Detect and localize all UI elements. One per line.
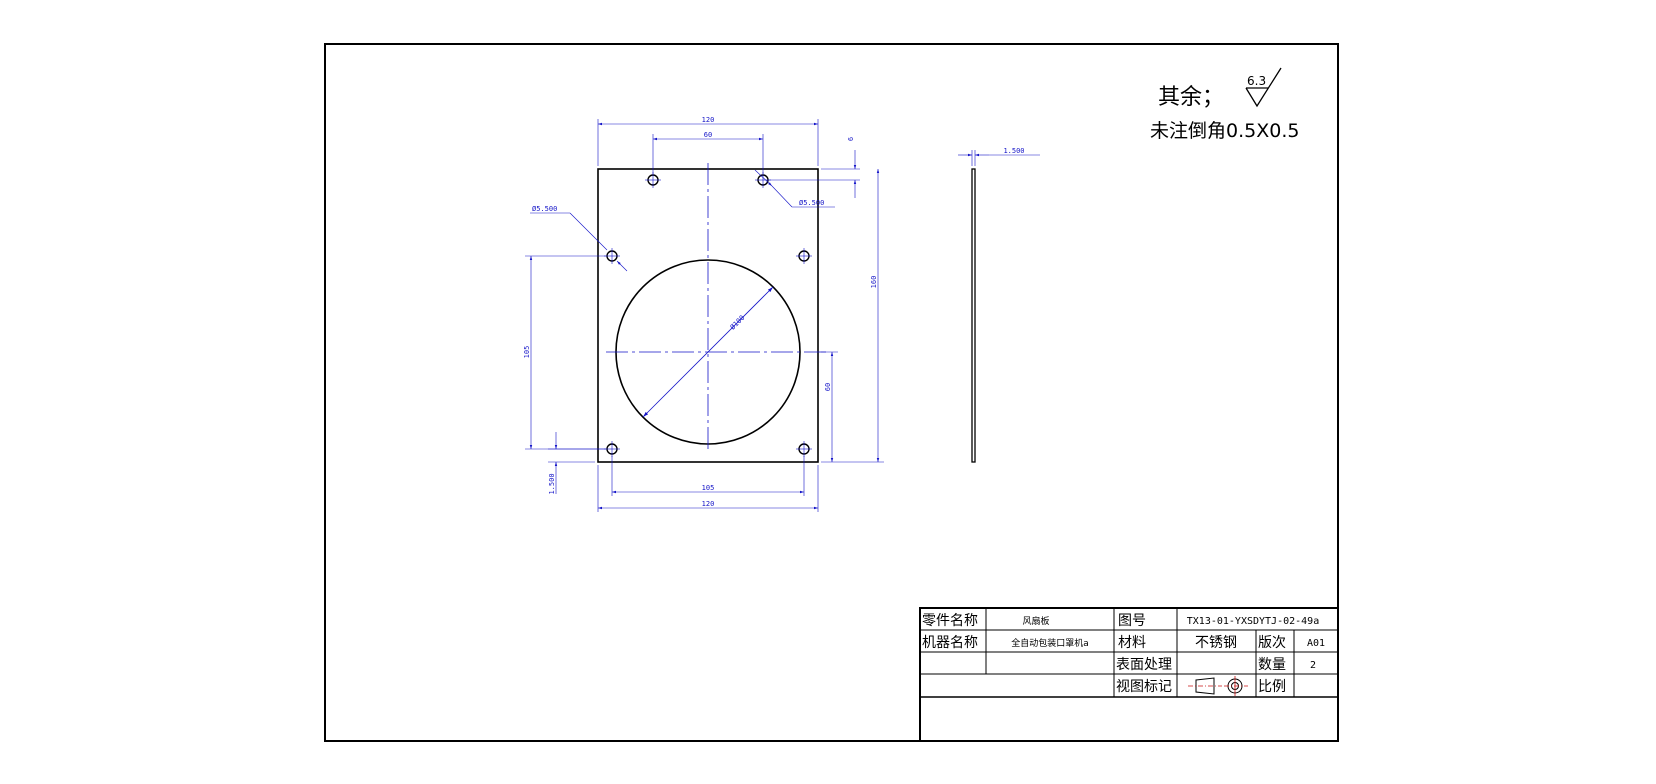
dim-thickness-label: 1.500	[1003, 147, 1024, 155]
dim-bottom-width-label: 120	[702, 500, 715, 508]
dim-hole-dia-right-label: Ø5.500	[799, 199, 824, 207]
hole-bottom-left	[604, 441, 620, 457]
dim-top-width-label: 120	[702, 116, 715, 124]
dim-center-height-label: 60	[824, 383, 832, 391]
material-label: 材料	[1118, 635, 1146, 651]
view-mark-label: 视图标记	[1116, 679, 1172, 695]
projection-symbol-icon	[1188, 676, 1248, 696]
dim-hole-dia-left-label: Ø5.500	[532, 205, 557, 213]
material-value: 不锈钢	[1195, 635, 1237, 651]
dim-top-width: 120	[597, 116, 819, 166]
quantity-label: 数量	[1258, 657, 1286, 673]
chamfer-note: 未注倒角0.5X0.5	[1150, 120, 1299, 142]
part-name-label: 零件名称	[922, 613, 978, 629]
hole-bottom-right	[796, 441, 812, 457]
dim-height-right-label: 160	[870, 276, 878, 289]
side-view: 1.500	[958, 147, 1040, 463]
quantity-value: 2	[1310, 660, 1316, 671]
hole-top-left	[645, 172, 661, 188]
mounting-holes	[604, 172, 812, 457]
front-view: 120 60 6 Ø5.500 Ø5.50	[523, 116, 884, 512]
dim-bottom-offset-label: 1.500	[548, 473, 556, 494]
title-block: 零件名称 风扇板 图号 TX13-01-YXSDYTJ-02-49a 机器名称 …	[919, 607, 1339, 742]
drawing-no-value: TX13-01-YXSDYTJ-02-49a	[1187, 616, 1319, 627]
dim-center-height: 60	[821, 351, 838, 462]
roughness-symbol-icon	[1245, 67, 1282, 108]
machine-name-label: 机器名称	[922, 635, 978, 651]
surface-treatment-label: 表面处理	[1116, 657, 1172, 673]
drawing-frame	[324, 43, 1339, 742]
part-name-value: 风扇板	[1022, 615, 1049, 627]
dim-bottom-offset: 1.500	[548, 432, 606, 495]
version-label: 版次	[1258, 635, 1286, 651]
dim-bottom-width: 120	[597, 465, 819, 512]
dim-hole-spacing-vertical-label: 105	[523, 346, 531, 359]
dim-hole-spacing-top: 60	[652, 131, 764, 174]
dim-hole-spacing-vertical: 105	[523, 255, 606, 450]
dim-hole-dia-right: Ø5.500	[754, 169, 835, 208]
dim-height-right: 160	[821, 169, 884, 463]
drawing-no-label: 图号	[1118, 613, 1146, 629]
roughness-value: 6.3	[1247, 74, 1266, 88]
dim-hole-dia-left: Ø5.500	[530, 205, 628, 272]
scale-label: 比例	[1258, 679, 1286, 695]
remaining-roughness-label: 其余；	[1158, 85, 1224, 110]
side-plate-outline	[971, 168, 976, 463]
dim-hole-spacing-bottom: 105	[611, 456, 805, 496]
dim-top-offset-label: 6	[847, 137, 855, 141]
dim-top-offset: 6	[768, 137, 860, 198]
hole-mid-right	[796, 248, 812, 264]
dim-hole-spacing-top-label: 60	[704, 131, 712, 139]
machine-name-value: 全自动包装口罩机a	[1011, 637, 1089, 649]
hole-mid-left	[604, 248, 620, 264]
dim-hole-spacing-bottom-label: 105	[702, 484, 715, 492]
version-value: A01	[1307, 638, 1325, 649]
